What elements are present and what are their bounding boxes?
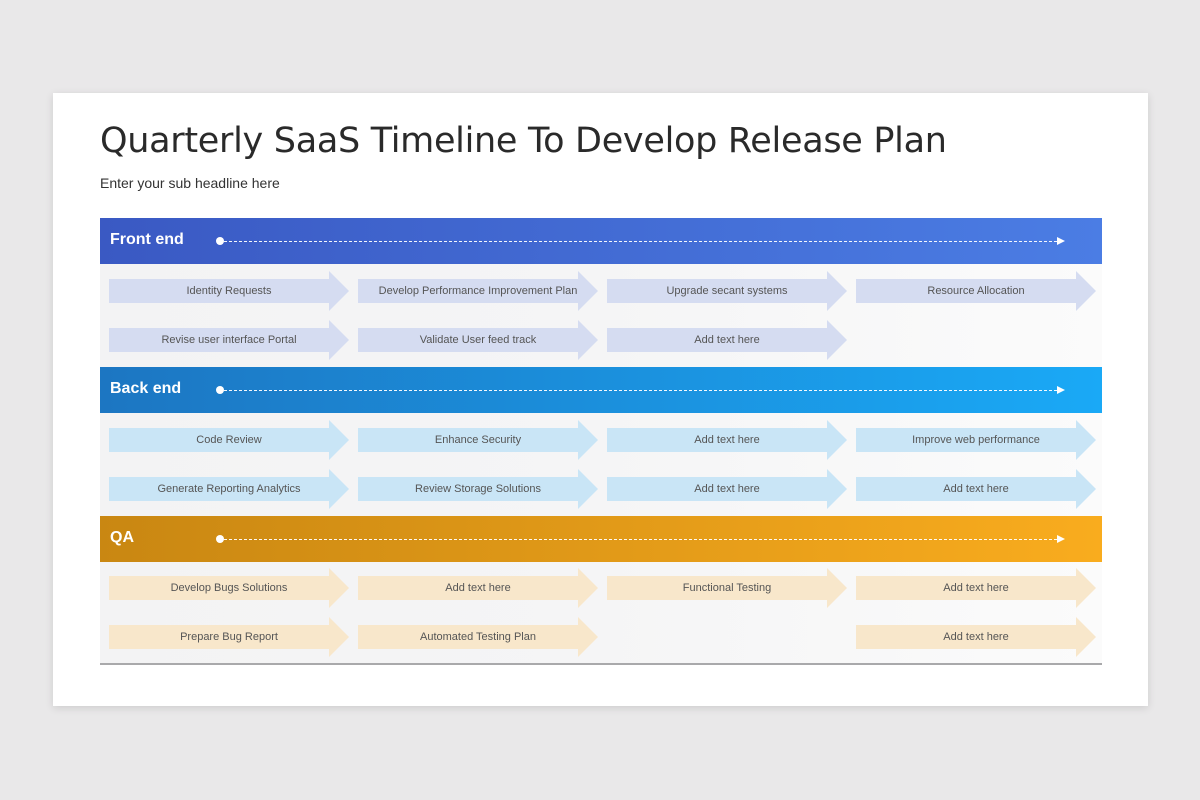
dot-marker-icon (216, 535, 224, 543)
task-chevron: Add text here (607, 420, 847, 460)
dot-marker-icon (216, 237, 224, 245)
section-band-front-end: Front end (100, 218, 1102, 264)
dashed-timeline-line (224, 539, 1057, 540)
page-subtitle: Enter your sub headline here (100, 175, 280, 191)
task-chevron: Resource Allocation (856, 271, 1096, 311)
task-label: Automated Testing Plan (420, 631, 536, 643)
section-label: QA (110, 529, 134, 546)
dot-marker-icon (216, 386, 224, 394)
timeline-board: Front end Identity Requests Develop Perf… (100, 218, 1102, 665)
task-label: Add text here (943, 582, 1009, 594)
task-label: Validate User feed track (419, 334, 537, 346)
task-label: Add text here (943, 483, 1009, 495)
task-label: Add text here (445, 582, 511, 594)
task-label: Code Review (196, 434, 262, 446)
task-chevron: Add text here (358, 568, 598, 608)
task-chevron: Revise user interface Portal (109, 320, 349, 360)
timeline-arrowhead-icon (1057, 237, 1065, 245)
slide: Quarterly SaaS Timeline To Develop Relea… (53, 93, 1148, 706)
task-label: Review Storage Solutions (415, 483, 541, 495)
section-band-back-end: Back end (100, 367, 1102, 413)
task-label: Add text here (694, 434, 760, 446)
task-label: Develop Performance Improvement Plan (378, 285, 578, 297)
task-label: Functional Testing (682, 582, 772, 594)
task-chevron: Review Storage Solutions (358, 469, 598, 509)
task-chevron: Develop Bugs Solutions (109, 568, 349, 608)
task-chevron: Identity Requests (109, 271, 349, 311)
task-label: Resource Allocation (927, 285, 1025, 297)
task-label: Add text here (943, 631, 1009, 643)
task-label: Add text here (694, 483, 760, 495)
task-chevron: Automated Testing Plan (358, 617, 598, 657)
dashed-timeline-line (224, 241, 1057, 242)
task-chevron: Prepare Bug Report (109, 617, 349, 657)
task-label: Add text here (694, 334, 760, 346)
task-label: Generate Reporting Analytics (157, 483, 301, 495)
section-label: Back end (110, 380, 182, 397)
task-label: Prepare Bug Report (180, 631, 278, 643)
task-chevron: Generate Reporting Analytics (109, 469, 349, 509)
task-chevron: Enhance Security (358, 420, 598, 460)
task-chevron: Functional Testing (607, 568, 847, 608)
task-label: Develop Bugs Solutions (170, 582, 288, 594)
task-chevron: Code Review (109, 420, 349, 460)
task-label: Upgrade secant systems (666, 285, 788, 297)
task-chevron: Upgrade secant systems (607, 271, 847, 311)
task-label: Enhance Security (434, 434, 522, 446)
section-band-qa: QA (100, 516, 1102, 562)
task-chevron: Add text here (607, 320, 847, 360)
timeline-arrowhead-icon (1057, 386, 1065, 394)
task-chevron: Add text here (856, 617, 1096, 657)
timeline-arrowhead-icon (1057, 535, 1065, 543)
task-chevron: Develop Performance Improvement Plan (358, 271, 598, 311)
dashed-timeline-line (224, 390, 1057, 391)
task-label: Identity Requests (186, 285, 272, 297)
task-chevron: Add text here (856, 568, 1096, 608)
task-chevron: Add text here (607, 469, 847, 509)
section-label: Front end (110, 231, 184, 248)
task-chevron: Validate User feed track (358, 320, 598, 360)
task-label: Revise user interface Portal (161, 334, 297, 346)
task-chevron: Add text here (856, 469, 1096, 509)
task-label: Improve web performance (912, 434, 1040, 446)
task-chevron: Improve web performance (856, 420, 1096, 460)
page-title: Quarterly SaaS Timeline To Develop Relea… (100, 121, 947, 161)
